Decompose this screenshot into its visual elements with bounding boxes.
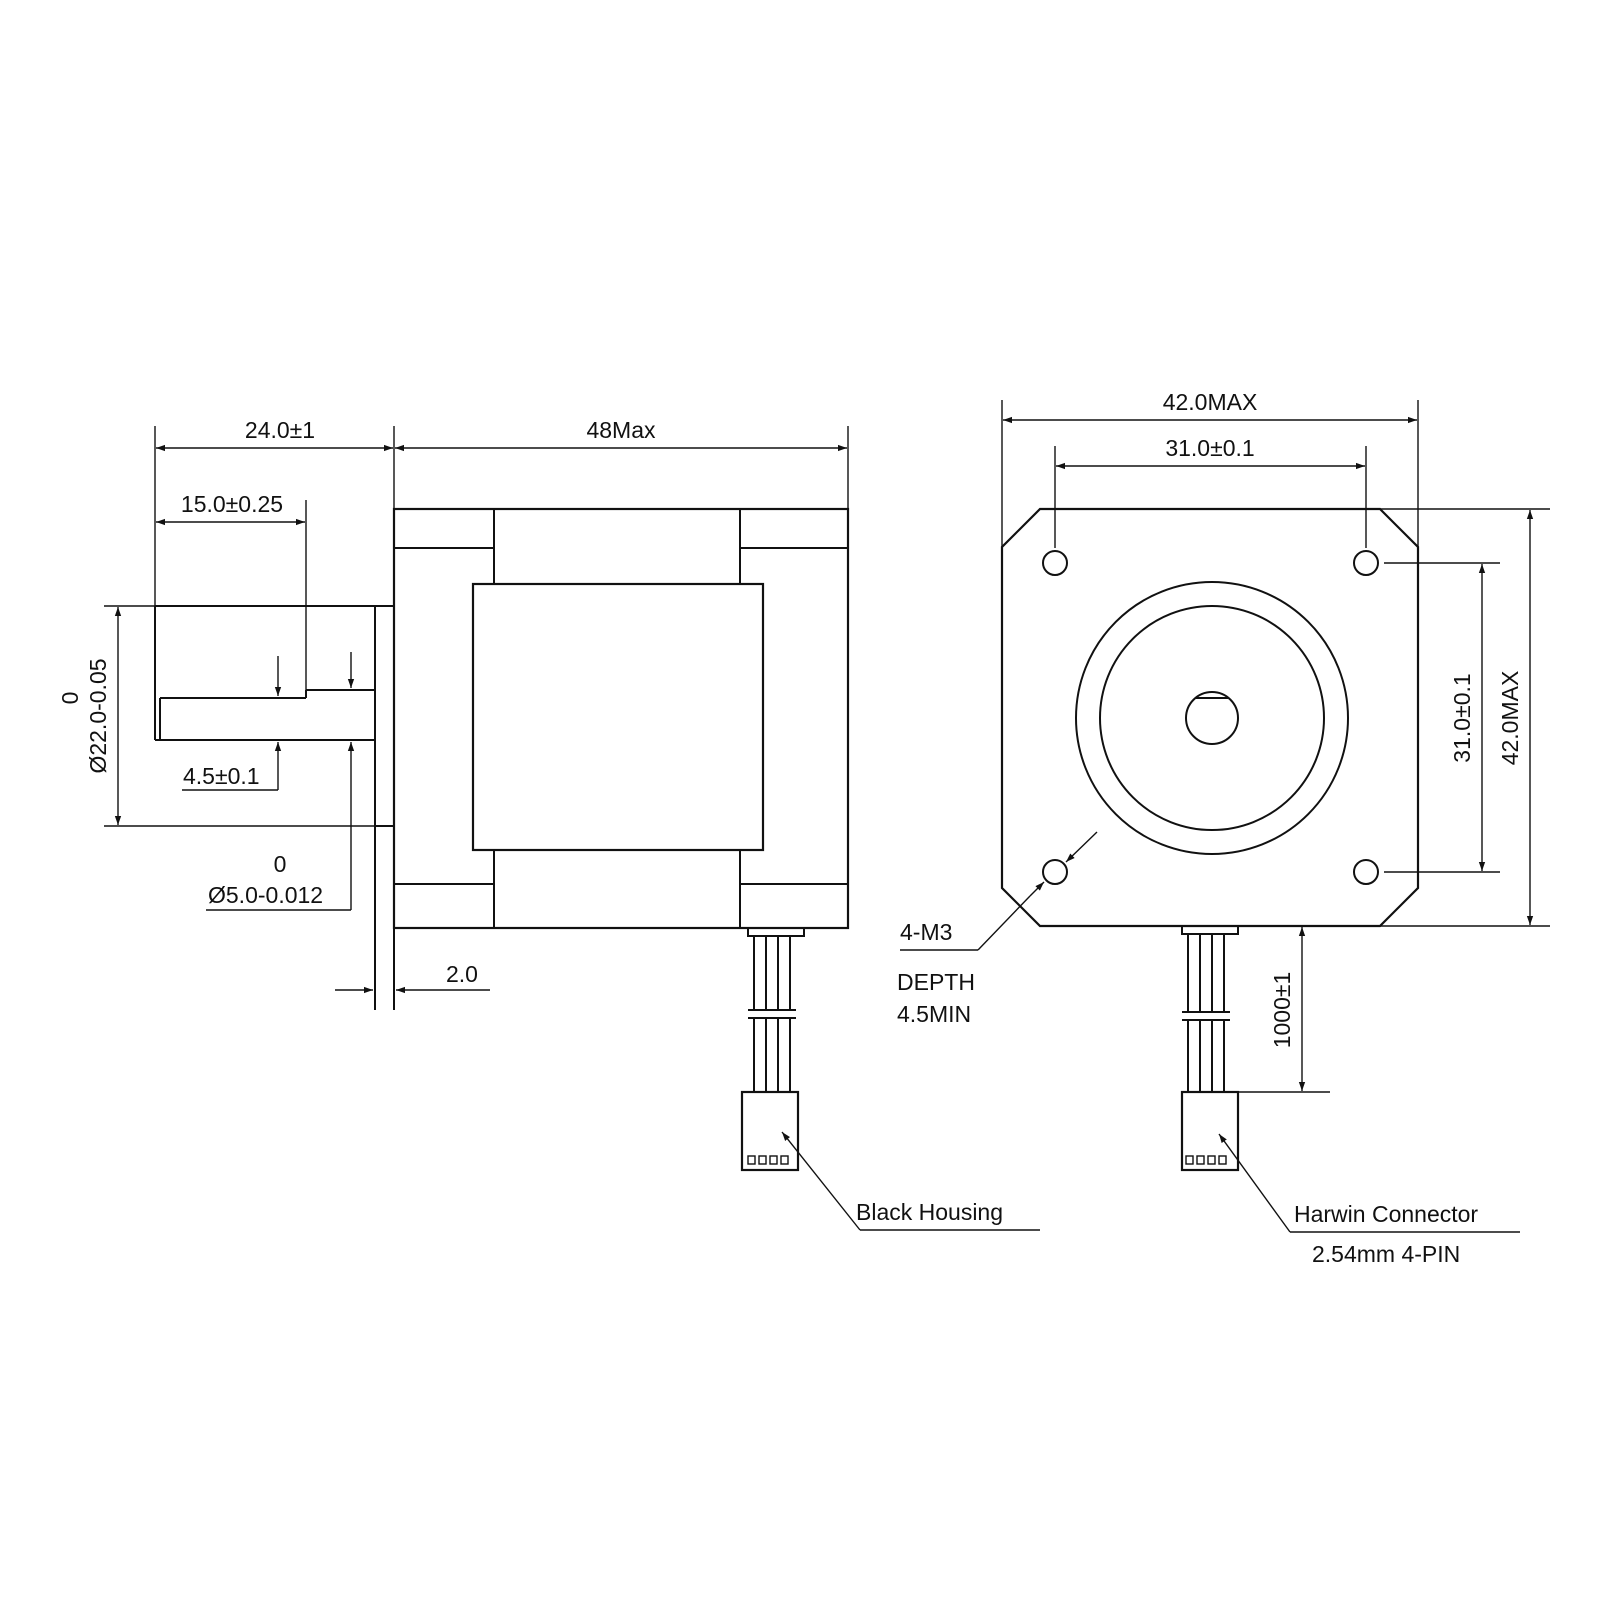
connector-label-line2: 2.54mm 4-PIN — [1312, 1241, 1460, 1267]
mounting-hole-bottom-left — [1042, 859, 1068, 885]
dim-boss-tol-upper: 0 — [57, 692, 83, 705]
front-view: 42.0MAX 31.0±0.1 31.0±0.1 42.0MAX 4-M3 D… — [897, 389, 1550, 1267]
harwin-connector — [1180, 1090, 1240, 1172]
dim-height-max: 42.0MAX — [1497, 671, 1523, 766]
dim-flat-length: 15.0±0.25 — [181, 491, 283, 517]
boss-outer-circle — [1075, 581, 1349, 855]
dim-hole-spacing-v: 31.0±0.1 — [1449, 673, 1475, 762]
boss-inner-circle — [1099, 605, 1325, 831]
dim-shaft-length: 24.0±1 — [245, 417, 315, 443]
hole-label-line1: 4-M3 — [900, 919, 952, 945]
cable-exit-front — [1181, 925, 1239, 935]
dim-shaft-tol-upper: 0 — [274, 851, 287, 877]
mounting-hole-bottom-right — [1353, 859, 1379, 885]
housing-label: Black Housing — [856, 1199, 1003, 1225]
hole-label-line3: 4.5MIN — [897, 1001, 971, 1027]
dim-boss-height: 2.0 — [446, 961, 478, 987]
dim-cable-length: 1000±1 — [1269, 972, 1295, 1049]
dim-hole-spacing-h: 31.0±0.1 — [1165, 435, 1254, 461]
hole-label-line2: DEPTH — [897, 969, 975, 995]
mounting-hole-top-right — [1353, 550, 1379, 576]
dim-boss-diameter: Ø22.0-0.05 — [85, 658, 111, 773]
mounting-hole-top-left — [1042, 550, 1068, 576]
dim-body-length: 48Max — [586, 417, 656, 443]
side-view: 24.0±1 48Max 15.0±0.25 4.5±0.1 0 Ø5.0-0.… — [57, 417, 1040, 1231]
dim-width-max: 42.0MAX — [1163, 389, 1258, 415]
dim-shaft-diameter: Ø5.0-0.012 — [208, 882, 323, 908]
stator-window — [471, 582, 765, 852]
connector-label-line1: Harwin Connector — [1294, 1201, 1478, 1227]
dim-flat-depth: 4.5±0.1 — [183, 763, 260, 789]
cable-exit — [747, 927, 805, 937]
shaft-circle — [1185, 691, 1239, 745]
